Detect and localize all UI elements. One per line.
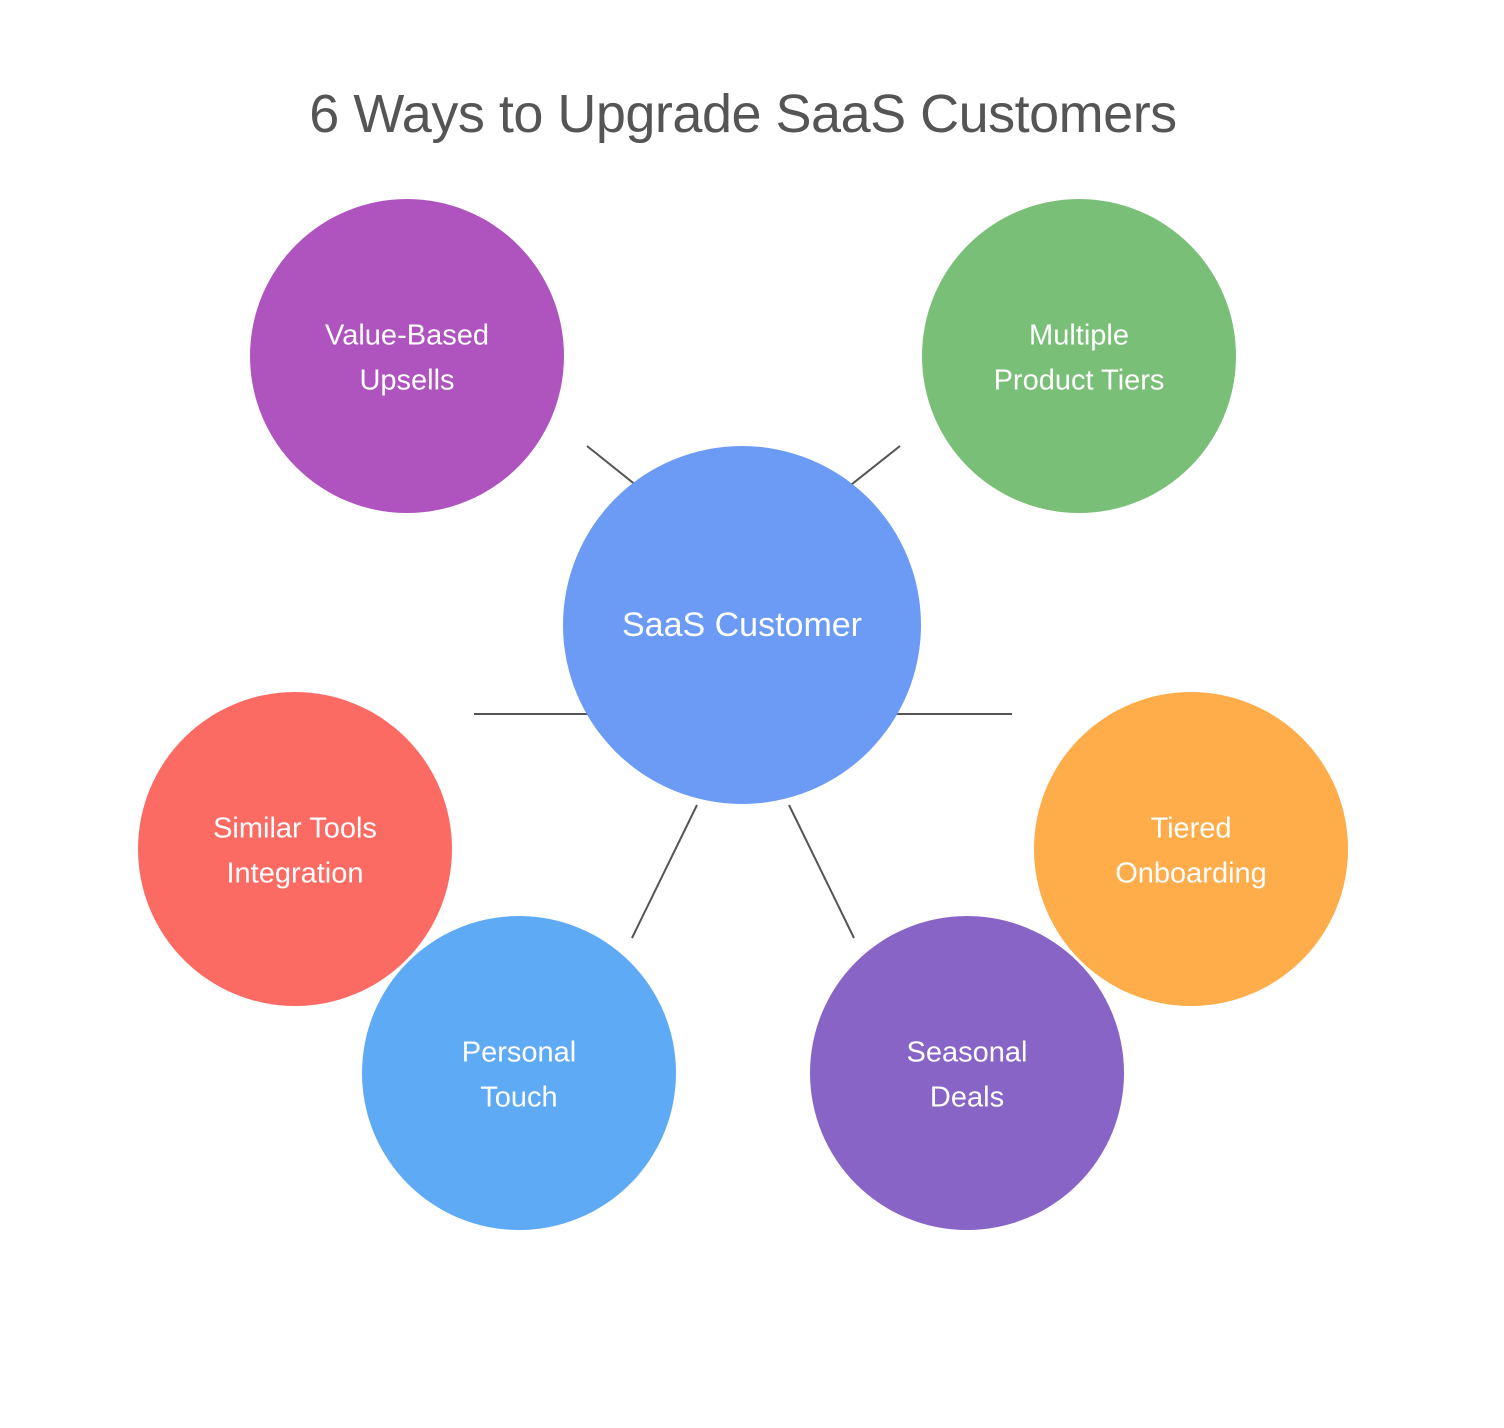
node-circle-similar-tools-integration: [138, 692, 452, 1006]
node-label-multiple-product-tiers-line-1: Multiple: [1029, 320, 1129, 352]
node-label-value-based-upsells-line-2: Upsells: [359, 365, 454, 397]
node-label-tiered-onboarding-line-2: Onboarding: [1115, 858, 1267, 890]
center-label: SaaS Customer: [622, 606, 862, 644]
node-label-multiple-product-tiers-line-2: Product Tiers: [994, 365, 1165, 397]
connector-line-5: [631, 804, 698, 939]
node-circle-seasonal-deals: [810, 916, 1124, 1230]
node-label-similar-tools-integration-line-2: Integration: [226, 858, 363, 890]
node-label-seasonal-deals-line-1: Seasonal: [907, 1037, 1028, 1069]
node-circle-multiple-product-tiers: [922, 199, 1236, 513]
node-label-seasonal-deals-line-2: Deals: [930, 1082, 1004, 1114]
diagram-title: 6 Ways to Upgrade SaaS Customers: [309, 84, 1177, 144]
node-circle-personal-touch: [362, 916, 676, 1230]
node-label-similar-tools-integration-line-1: Similar Tools: [213, 813, 377, 845]
node-label-personal-touch-line-2: Touch: [480, 1082, 557, 1114]
center-node: SaaS Customer: [563, 446, 921, 804]
node-label-personal-touch-line-1: Personal: [462, 1037, 576, 1069]
node-label-value-based-upsells-line-1: Value-Based: [325, 320, 489, 352]
center-circle: [563, 446, 921, 804]
node-label-tiered-onboarding-line-1: Tiered: [1150, 813, 1231, 845]
node-circle-value-based-upsells: [250, 199, 564, 513]
connector-line-6: [788, 804, 855, 939]
node-circle-tiered-onboarding: [1034, 692, 1348, 1006]
